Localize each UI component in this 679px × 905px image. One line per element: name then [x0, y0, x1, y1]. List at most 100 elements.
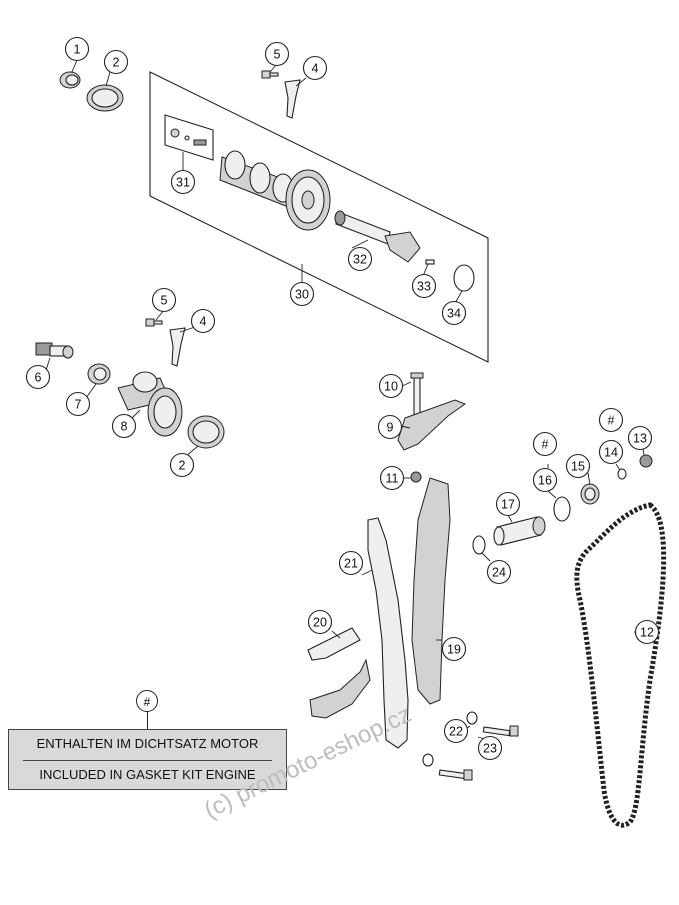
part-19-guide-rail — [411, 477, 451, 705]
callout-14: 14 — [598, 439, 624, 465]
callout-hash: # — [532, 431, 558, 457]
callout-21: 21 — [338, 550, 364, 576]
callout-number: 5 — [274, 48, 281, 62]
callout-number: 9 — [387, 421, 394, 435]
callout-number: 13 — [633, 432, 647, 446]
part-16-gasket — [553, 496, 571, 522]
part-22-washer-upper — [466, 711, 478, 725]
callout-number: 17 — [501, 498, 515, 512]
callout-30: 30 — [289, 281, 315, 307]
callout-number: 15 — [571, 460, 585, 474]
part-9-guide-bracket — [397, 399, 467, 451]
part-20-rail-bracket — [307, 627, 361, 661]
callout-5: 5 — [264, 41, 290, 67]
part-10-bolt — [410, 372, 424, 417]
callout-6: 6 — [25, 364, 51, 390]
part-13-plug — [639, 454, 653, 468]
callout-number: 34 — [447, 307, 461, 321]
callout-number: 33 — [417, 280, 431, 294]
part-8-camshaft — [117, 371, 183, 437]
callout-number: 31 — [176, 176, 190, 190]
callout-number: 19 — [447, 643, 461, 657]
legend-line-english: INCLUDED IN GASKET KIT ENGINE — [39, 767, 256, 782]
callout-4: 4 — [302, 55, 328, 81]
part-23-bolt-lower — [438, 769, 473, 781]
part-2-bearing-sleeve-top — [86, 84, 124, 112]
part-14-seal-ring — [617, 468, 627, 480]
callout-1: 1 — [64, 36, 90, 62]
callout-8: 8 — [111, 413, 137, 439]
callout-34: 34 — [441, 300, 467, 326]
callout-13: 13 — [627, 425, 653, 451]
callout-number: 1 — [74, 43, 81, 57]
part-24-o-ring — [472, 535, 486, 555]
part-4-lock-plate-lower — [169, 327, 186, 367]
callout-22: 22 — [443, 718, 469, 744]
callout-number: 30 — [295, 288, 309, 302]
part-4-lock-plate-top — [284, 79, 301, 119]
callout-15: 15 — [565, 453, 591, 479]
callout-number: # — [542, 438, 549, 452]
part-15-screw-plug — [580, 483, 600, 505]
legend-stem — [147, 712, 148, 729]
part-7-bearing — [87, 363, 111, 385]
callout-number: 14 — [604, 446, 618, 460]
callout-9: 9 — [377, 414, 403, 440]
camshaft-with-sprocket — [219, 150, 331, 231]
callout-hash: # — [598, 407, 624, 433]
callout-23: 23 — [477, 735, 503, 761]
callout-2: 2 — [169, 452, 195, 478]
part-20-rail-bracket-lower — [309, 658, 371, 719]
part-31-frame — [164, 114, 214, 161]
callout-33: 33 — [411, 273, 437, 299]
callout-number: # — [608, 414, 615, 428]
callout-number: 8 — [121, 420, 128, 434]
callout-number: 32 — [353, 253, 367, 267]
part-34-circlip — [453, 264, 475, 292]
part-32-decompression-shaft — [334, 210, 421, 263]
legend-line-german: ENTHALTEN IM DICHTSATZ MOTOR — [36, 736, 259, 751]
callout-number: 4 — [312, 62, 319, 76]
callout-number: 10 — [384, 380, 398, 394]
part-2-bearing-sleeve-lower — [187, 415, 225, 449]
callout-number: 24 — [492, 566, 506, 580]
part-21-tensioning-rail — [367, 517, 409, 749]
callout-number: 5 — [161, 294, 168, 308]
part-12-timing-chain — [574, 502, 667, 828]
part-31-valve-parts — [170, 128, 207, 146]
part-23-bolt-upper — [482, 725, 519, 737]
part-1-bearing-ring — [59, 71, 81, 89]
callout-labels: 1254313233343054678210911#16#14151317242… — [25, 36, 660, 761]
legend-divider — [23, 760, 272, 761]
callout-31: 31 — [170, 169, 196, 195]
callout-number: 4 — [200, 315, 207, 329]
legend-hash-symbol: # — [136, 690, 158, 712]
callout-number: 12 — [640, 626, 654, 640]
callout-7: 7 — [65, 391, 91, 417]
part-17-chain-tensioner — [493, 516, 546, 546]
callout-4: 4 — [190, 308, 216, 334]
part-5-screw-top — [261, 70, 279, 79]
callout-number: 23 — [483, 742, 497, 756]
callout-number: 16 — [538, 474, 552, 488]
part-22-washer-lower — [422, 753, 434, 767]
callout-number: 6 — [35, 371, 42, 385]
legend-box: ENTHALTEN IM DICHTSATZ MOTOR INCLUDED IN… — [8, 729, 287, 790]
callout-number: 2 — [113, 56, 120, 70]
callout-16: 16 — [532, 467, 558, 493]
part-33-pin — [425, 259, 435, 265]
callout-12: 12 — [634, 619, 660, 645]
callout-number: 7 — [75, 398, 82, 412]
callout-19: 19 — [441, 636, 467, 662]
callout-number: 21 — [344, 557, 358, 571]
callout-17: 17 — [495, 491, 521, 517]
part-6-connector — [35, 342, 74, 359]
callout-number: 11 — [386, 472, 399, 486]
callout-number: 22 — [449, 725, 463, 739]
callout-2: 2 — [103, 49, 129, 75]
callout-32: 32 — [347, 246, 373, 272]
camshaft-assembly-frame — [149, 71, 489, 363]
callout-10: 10 — [378, 373, 404, 399]
callout-number: 20 — [313, 616, 327, 630]
